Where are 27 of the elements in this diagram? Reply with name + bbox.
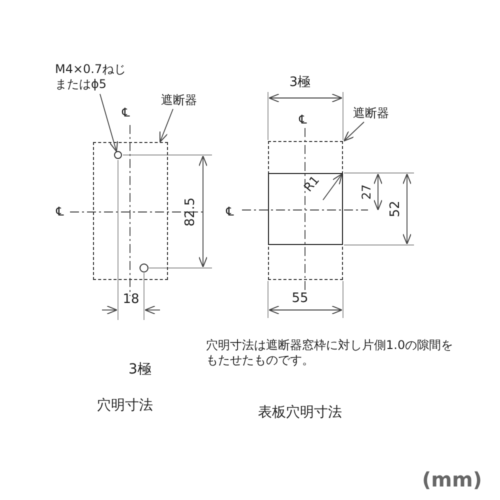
leader-line (322, 174, 342, 200)
leader-line (344, 122, 364, 142)
dimension-value: 52 (388, 200, 404, 218)
centerline-symbol: ℄ (56, 204, 64, 220)
pole-count-label: 3極 (128, 361, 152, 379)
centerline-symbol: ℄ (122, 106, 130, 120)
centerline-symbol: ℄ (299, 112, 307, 128)
breaker-outline (93, 142, 168, 280)
callout-text: 遮断器 (161, 93, 197, 108)
drawing-caption: 穴明寸法 (97, 397, 153, 415)
unit-label: (mm) (422, 468, 482, 492)
dimension-value: 82.5 (182, 198, 199, 226)
dimension-value: 55 (292, 290, 308, 308)
drawing-caption: 表板穴明寸法 (258, 404, 342, 422)
leader-line (100, 94, 118, 152)
leader-line (159, 108, 174, 142)
breaker-outline (268, 141, 343, 280)
radius-label: R1 (301, 173, 323, 195)
centerline-symbol: ℄ (226, 204, 234, 220)
panel-cutout (268, 173, 343, 245)
callout-text: M4×0.7ねじまたはϕ5 (55, 62, 135, 92)
dimension-value: 3極 (289, 74, 311, 92)
note-text: 穴明寸法は遮断器窓枠に対し片側1.0の隙間をもたせたものです。 (206, 338, 454, 368)
dimension-value: 18 (122, 292, 140, 308)
callout-text: 遮断器 (353, 106, 389, 121)
screw-hole-symbol (114, 151, 122, 159)
dimension-value: 27 (360, 184, 374, 200)
